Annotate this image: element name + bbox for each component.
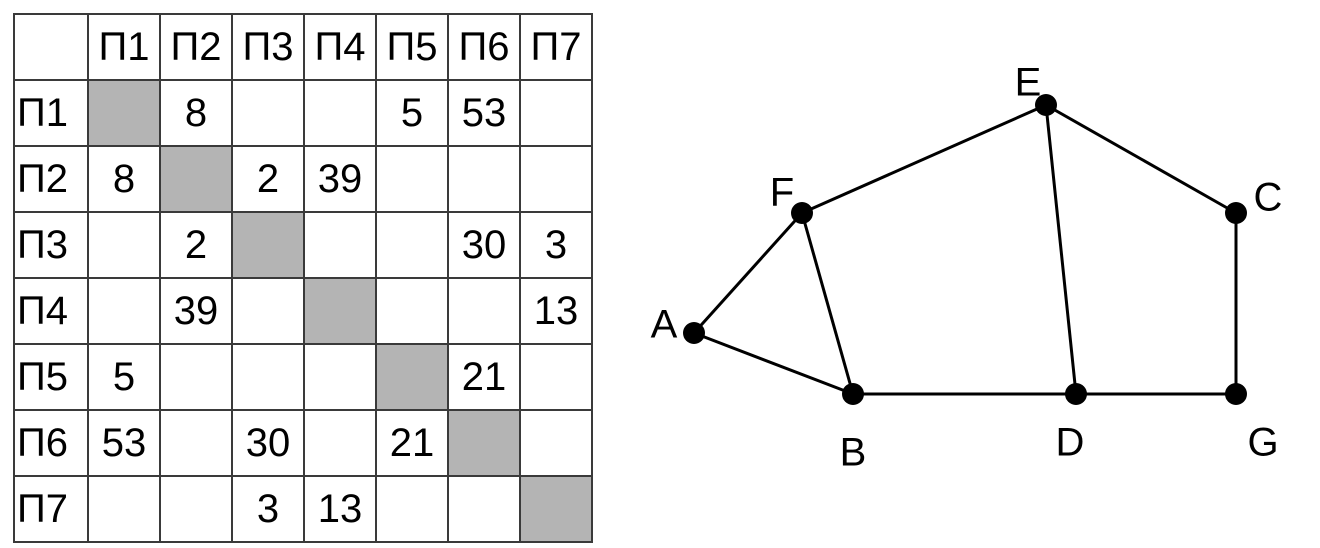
edge-a-f [692, 211, 804, 335]
matrix-diagonal-cell [159, 145, 233, 213]
matrix-cell [375, 475, 449, 543]
matrix-cell: 3 [231, 475, 305, 543]
matrix-row-header: П2 [13, 145, 89, 213]
edge-a-b [693, 331, 854, 396]
matrix-column-header: П4 [303, 13, 377, 81]
matrix-diagonal-cell [519, 475, 593, 543]
matrix-diagonal-cell [87, 79, 161, 147]
matrix-column-header: П5 [375, 13, 449, 81]
graph-edges [692, 103, 1238, 396]
matrix-cell: 3 [519, 211, 593, 279]
vertex-a [683, 322, 705, 344]
matrix-cell: 39 [303, 145, 377, 213]
matrix-cell: 21 [375, 409, 449, 477]
vertex-label-c: C [1254, 176, 1283, 220]
matrix-cell [159, 409, 233, 477]
matrix-cell: 53 [87, 409, 161, 477]
matrix-column-header: П3 [231, 13, 305, 81]
matrix-cell [447, 475, 521, 543]
matrix-row-header: П4 [13, 277, 89, 345]
matrix-cell [231, 343, 305, 411]
matrix-cell: 39 [159, 277, 233, 345]
vertex-f [791, 202, 813, 224]
matrix-cell: 2 [159, 211, 233, 279]
vertex-d [1065, 383, 1087, 405]
vertex-c [1225, 202, 1247, 224]
matrix-cell [159, 475, 233, 543]
matrix-column-header: П1 [87, 13, 161, 81]
vertex-label-g: G [1247, 421, 1278, 465]
matrix-cell: 2 [231, 145, 305, 213]
matrix-cell [375, 277, 449, 345]
vertex-g [1225, 383, 1247, 405]
vertex-label-d: D [1056, 421, 1085, 465]
vertex-label-e: E [1015, 61, 1042, 105]
matrix-cell [519, 79, 593, 147]
matrix-cell [447, 145, 521, 213]
matrix-cell: 13 [303, 475, 377, 543]
edge-f-b [800, 212, 855, 395]
matrix-diagonal-cell [231, 211, 305, 279]
matrix-cell [447, 277, 521, 345]
matrix-cell [519, 343, 593, 411]
edge-e-c [1045, 103, 1237, 215]
graph-vertex-labels: A B C D E F G [651, 61, 1283, 475]
matrix-cell [159, 343, 233, 411]
matrix-cell [519, 409, 593, 477]
matrix-row-header: П1 [13, 79, 89, 147]
matrix-cell [87, 211, 161, 279]
matrix-row-header: П3 [13, 211, 89, 279]
edge-f-e [801, 103, 1047, 215]
vertex-label-f: F [770, 171, 794, 215]
matrix-cell: 53 [447, 79, 521, 147]
matrix-cell [375, 211, 449, 279]
matrix-diagonal-cell [375, 343, 449, 411]
graph-vertices [683, 94, 1247, 405]
matrix-cell: 21 [447, 343, 521, 411]
matrix-diagonal-cell [447, 409, 521, 477]
matrix-row: П4 39 13 [13, 277, 593, 345]
matrix-cell [231, 79, 305, 147]
matrix-cell [87, 475, 161, 543]
matrix-column-header: П7 [519, 13, 593, 81]
matrix-cell [303, 343, 377, 411]
matrix-cell: 8 [159, 79, 233, 147]
matrix-cell: 8 [87, 145, 161, 213]
matrix-cell [375, 145, 449, 213]
matrix-corner-cell [13, 13, 89, 81]
matrix-cell [519, 145, 593, 213]
matrix-cell [303, 409, 377, 477]
matrix-cell: 30 [231, 409, 305, 477]
matrix-cell: 5 [375, 79, 449, 147]
road-graph: A B C D E F G [651, 61, 1283, 475]
matrix-cell [303, 79, 377, 147]
vertex-label-a: A [651, 303, 678, 347]
matrix-cell [303, 211, 377, 279]
matrix-cell: 13 [519, 277, 593, 345]
matrix-row-header: П6 [13, 409, 89, 477]
matrix-diagonal-cell [303, 277, 377, 345]
matrix-column-header: П2 [159, 13, 233, 81]
matrix-row-header: П7 [13, 475, 89, 543]
matrix-cell: 5 [87, 343, 161, 411]
matrix-cell [87, 277, 161, 345]
vertex-label-b: B [840, 431, 867, 475]
matrix-cell: 30 [447, 211, 521, 279]
vertex-b [842, 383, 864, 405]
matrix-row-header: П5 [13, 343, 89, 411]
vertex-e [1035, 94, 1057, 116]
matrix-cell [231, 277, 305, 345]
edge-e-d [1044, 104, 1078, 395]
matrix-column-header: П6 [447, 13, 521, 81]
